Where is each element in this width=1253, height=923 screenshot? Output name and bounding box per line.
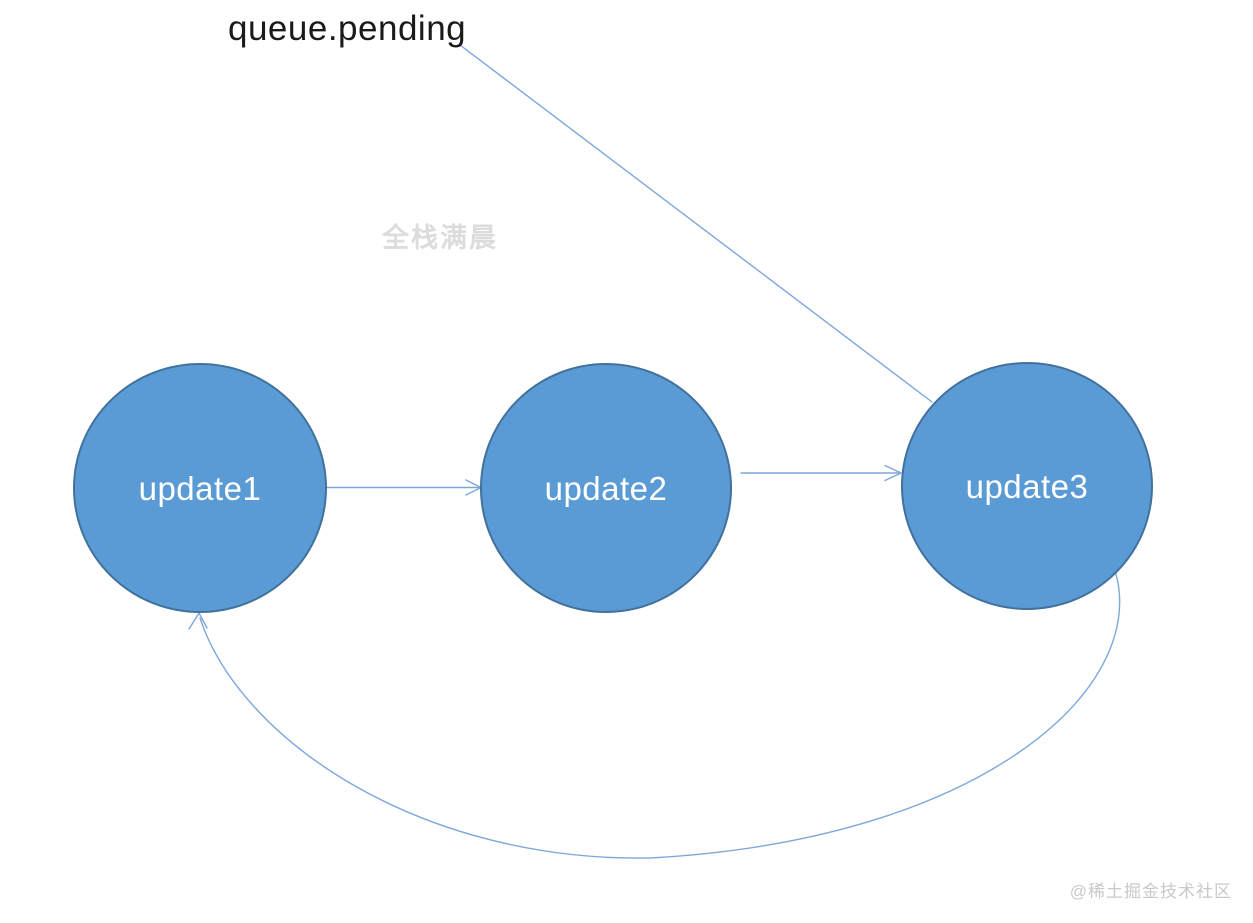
node-label-update1: update1 <box>139 470 262 507</box>
edge-update3-update1 <box>188 573 1121 859</box>
node-update2: update2 <box>480 363 732 613</box>
pending-pointer-label: queue.pending <box>228 9 466 48</box>
edge-update2-update3 <box>740 464 902 482</box>
edge-update1-update2 <box>326 479 482 496</box>
edge-pending-to-update3 <box>459 44 933 403</box>
node-circle-update3 <box>901 362 1153 610</box>
watermark-center: 全栈满晨 <box>381 222 498 253</box>
node-label-update3: update3 <box>966 468 1089 505</box>
edge-curve-update3-update1 <box>199 573 1121 859</box>
arrowhead-into-update1 <box>188 612 208 630</box>
arrowhead-into-update3 <box>884 464 902 482</box>
node-label-update2: update2 <box>545 470 668 507</box>
pending-pointer-line <box>459 44 933 403</box>
node-update1: update1 <box>73 363 327 613</box>
watermark-corner: @稀土掘金技术社区 <box>1070 882 1232 901</box>
node-update3: update3 <box>901 362 1153 610</box>
node-circle-update2 <box>480 363 732 613</box>
node-circle-update1 <box>73 363 327 613</box>
